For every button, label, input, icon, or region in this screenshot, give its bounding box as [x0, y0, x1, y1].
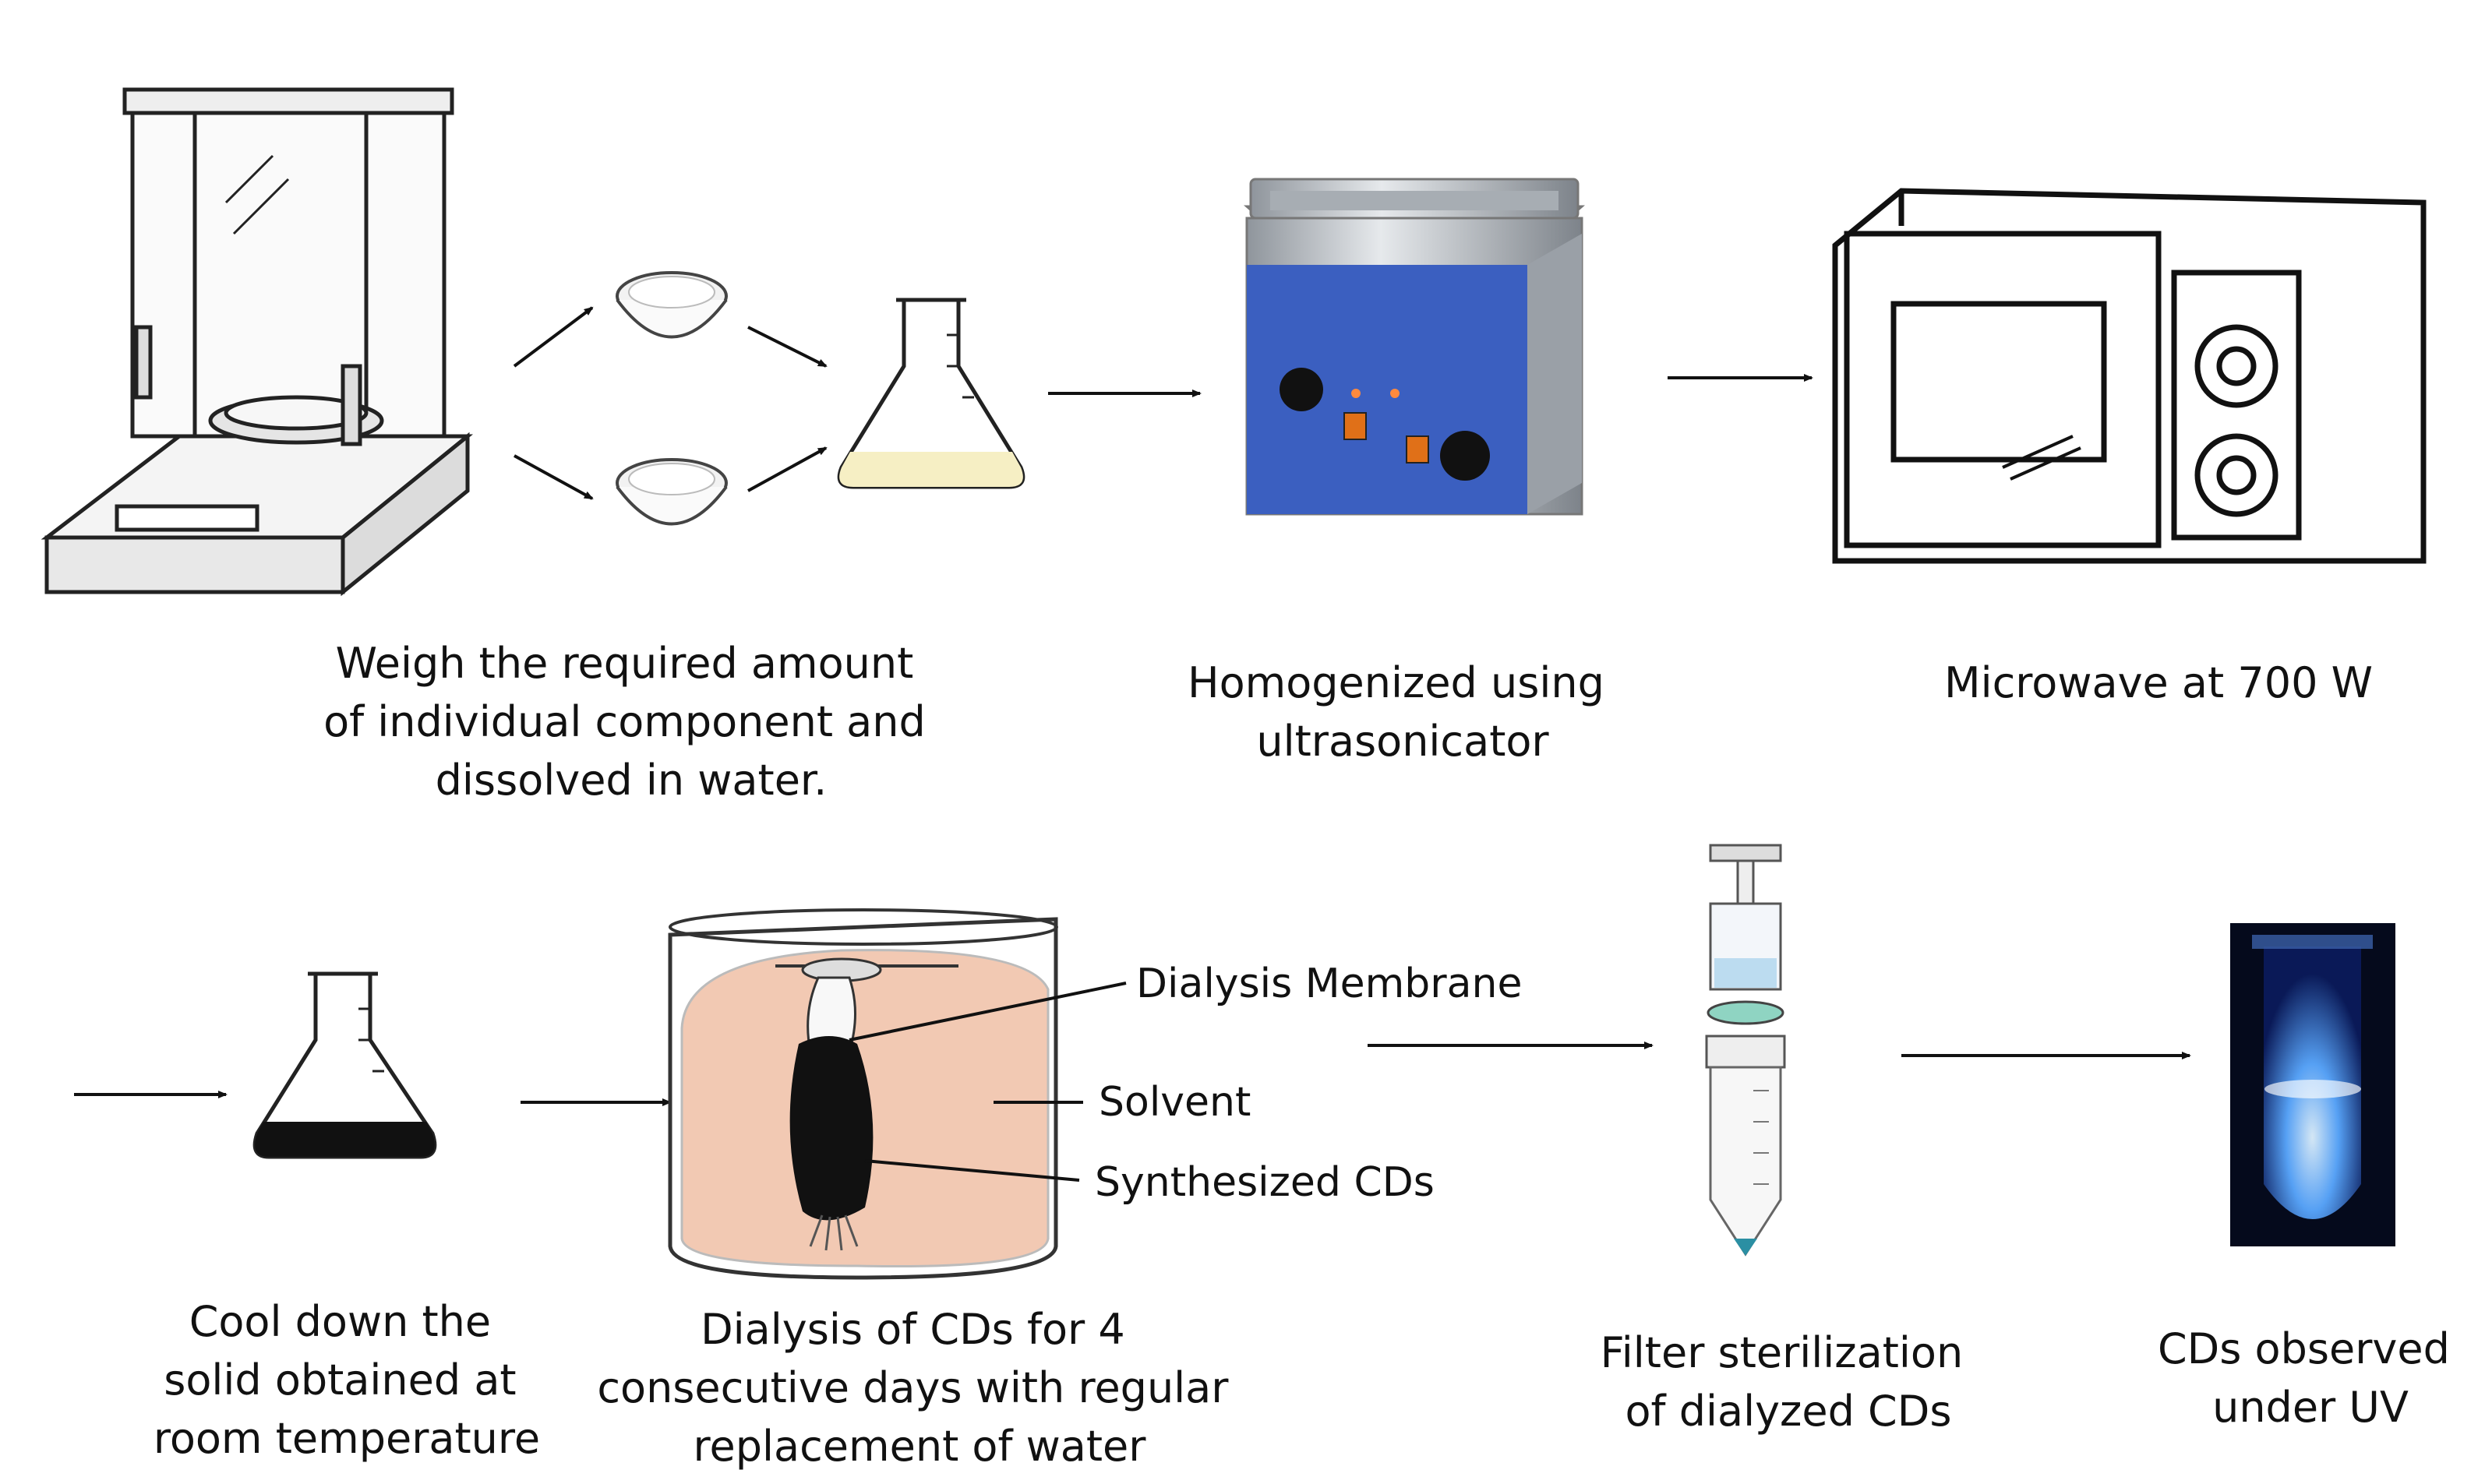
erlenmeyer-flask-solution	[837, 298, 1025, 489]
arrow-bowl-bottom-to-flask	[747, 446, 828, 492]
caption-weigh: Weigh the required amount of individual …	[323, 639, 939, 805]
arrow-balance-to-bowl-top	[513, 306, 594, 368]
label-dialysis-membrane: Dialysis Membrane	[1136, 961, 1522, 1007]
powder-bowl-top	[616, 271, 728, 339]
caption-microwave: Microwave at 700 W	[1944, 658, 2373, 707]
label-solvent: Solvent	[1099, 1079, 1251, 1126]
syringe-filter-illustration	[1705, 844, 1786, 1257]
ultrasonicator-illustration	[1244, 178, 1585, 516]
caption-cool: Cool down the solid obtained at room tem…	[154, 1297, 540, 1463]
powder-bowl-bottom	[616, 458, 728, 526]
caption-homogenize: Homogenized using ultrasonicator	[1188, 658, 1618, 766]
microwave-illustration	[1832, 188, 2427, 564]
arrow-balance-to-bowl-bottom	[514, 454, 594, 500]
label-synthesized-cds: Synthesized CDs	[1095, 1159, 1435, 1206]
caption-uv: CDs observed under UV	[2158, 1324, 2463, 1432]
caption-filter: Filter sterilization of dialyzed CDs	[1601, 1328, 1977, 1436]
erlenmeyer-flask-solid	[252, 971, 437, 1159]
uv-tube-photo	[2230, 923, 2395, 1246]
analytical-balance-illustration	[41, 87, 474, 597]
leader-synthesized	[864, 1159, 1080, 1182]
caption-dialysis: Dialysis of CDs for 4 consecutive days w…	[597, 1305, 1241, 1471]
dialysis-beaker-illustration	[668, 908, 1058, 1280]
leader-membrane	[849, 982, 1127, 1042]
arrow-bowl-top-to-flask	[747, 326, 828, 368]
